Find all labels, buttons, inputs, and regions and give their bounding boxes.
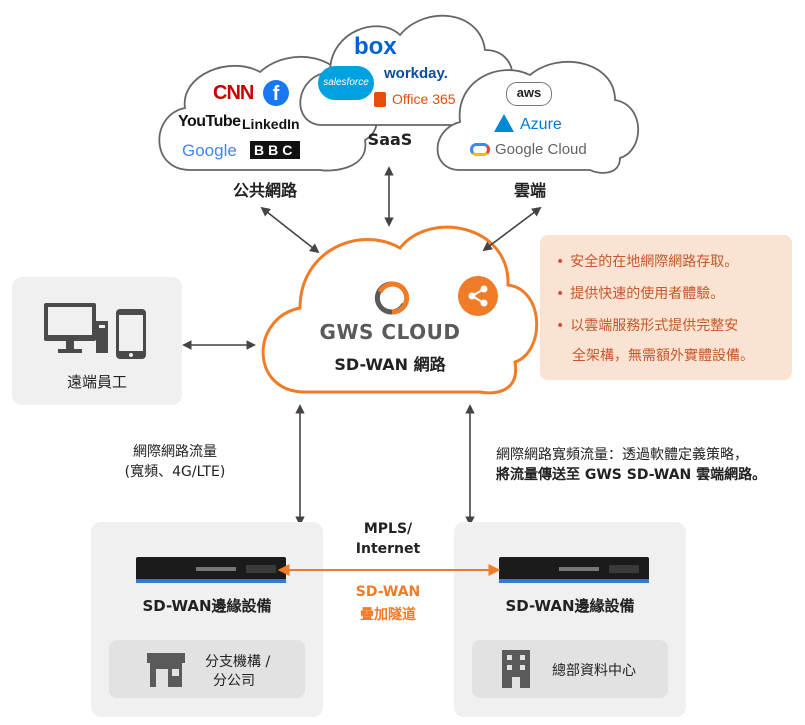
share-glyph [468,285,488,307]
arrow-public-to-gws [260,206,320,254]
right-link-label-1: 網際網路寬頻流量：透過軟體定義策略， [496,447,748,463]
left-site-panel: SD-WAN邊緣設備 分支機構 / 分公司 [91,522,323,717]
benefit-item: •以雲端服務形式提供完整安 [556,318,739,334]
left-device-label: SD-WAN邊緣設備 [142,597,272,615]
tunnel-arrow [277,564,501,576]
workday-logo: workday. [384,65,448,82]
hq-datacenter-box: 總部資料中心 [472,640,668,698]
salesforce-logo: salesforce [318,66,374,100]
bbc-logo: BBC [250,141,301,159]
benefit-item: •提供快速的使用者體驗。 [556,286,725,302]
benefit-text: 安全的在地網際網路存取。 [570,254,739,270]
branch-office-label-2: 分公司 [213,673,255,689]
facebook-icon: f [263,80,289,106]
sd-wan-appliance-icon [136,557,286,583]
benefits-box: •安全的在地網際網路存取。 •提供快速的使用者體驗。 •以雲端服務形式提供完整安… [540,235,792,380]
storefront-icon [147,653,185,687]
desktop-icon [44,303,108,353]
benefit-text: 以雲端服務形式提供完整安 [570,318,739,334]
benefit-item: •安全的在地網際網路存取。 [556,254,739,270]
google-logo: Google [182,141,237,160]
aws-logo: aws [506,82,552,106]
remote-worker-panel: 遠端員工 [12,277,182,405]
azure-logo: Azure [520,116,562,133]
branch-office-box: 分支機構 / 分公司 [109,640,305,698]
branch-office-label-1: 分支機構 / [205,654,271,670]
cnn-logo: CNN [213,82,254,104]
remote-worker-label: 遠端員工 [66,373,127,391]
youtube-logo: YouTube [178,113,241,130]
azure-icon [494,114,514,132]
google-cloud-logo: Google Cloud [495,141,587,158]
left-link-label-1: 網際網路流量 [133,444,217,460]
salesforce-text: salesforce [323,77,369,88]
cloud-label: 雲端 [513,181,546,200]
box-logo: box [354,33,397,60]
sd-wan-network-label: SD-WAN 網路 [334,355,446,374]
benefit-text: 提供快速的使用者體驗。 [570,286,725,302]
right-device-label: SD-WAN邊緣設備 [505,597,635,615]
linkedin-logo: LinkedIn [242,116,300,132]
right-site-panel: SD-WAN邊緣設備 總部資料中心 [454,522,686,717]
hq-datacenter-label: 總部資料中心 [552,663,636,679]
tunnel-label-1: SD-WAN [355,584,421,600]
benefit-text: 全架構，無需額外實體設備。 [572,348,754,364]
facebook-glyph: f [272,83,280,105]
mpls-label-2: Internet [355,541,421,557]
google-cloud-icon [470,143,490,156]
sd-wan-appliance-icon [499,557,649,583]
saas-label: SaaS [367,130,413,149]
public-internet-label: 公共網路 [232,181,297,200]
arrow-cloud-to-gws [482,206,542,252]
gws-cloud-brand: GWS CLOUD [319,320,461,344]
share-icon [458,276,498,316]
aws-text: aws [516,85,542,100]
office365-icon [374,92,386,107]
phone-icon [116,309,146,359]
gws-logo-icon [374,281,410,315]
right-link-label-2: 將流量傳送至 GWS SD-WAN 雲端網路。 [496,467,767,483]
office365-logo: Office 365 [392,91,456,107]
benefit-item-continuation: 全架構，無需額外實體設備。 [572,345,754,365]
left-link-label-2: (寬頻、4G/LTE) [124,464,226,480]
building-icon [502,650,530,688]
mpls-label-1: MPLS/ [363,521,413,537]
tunnel-label-2: 疊加隧道 [360,607,416,623]
